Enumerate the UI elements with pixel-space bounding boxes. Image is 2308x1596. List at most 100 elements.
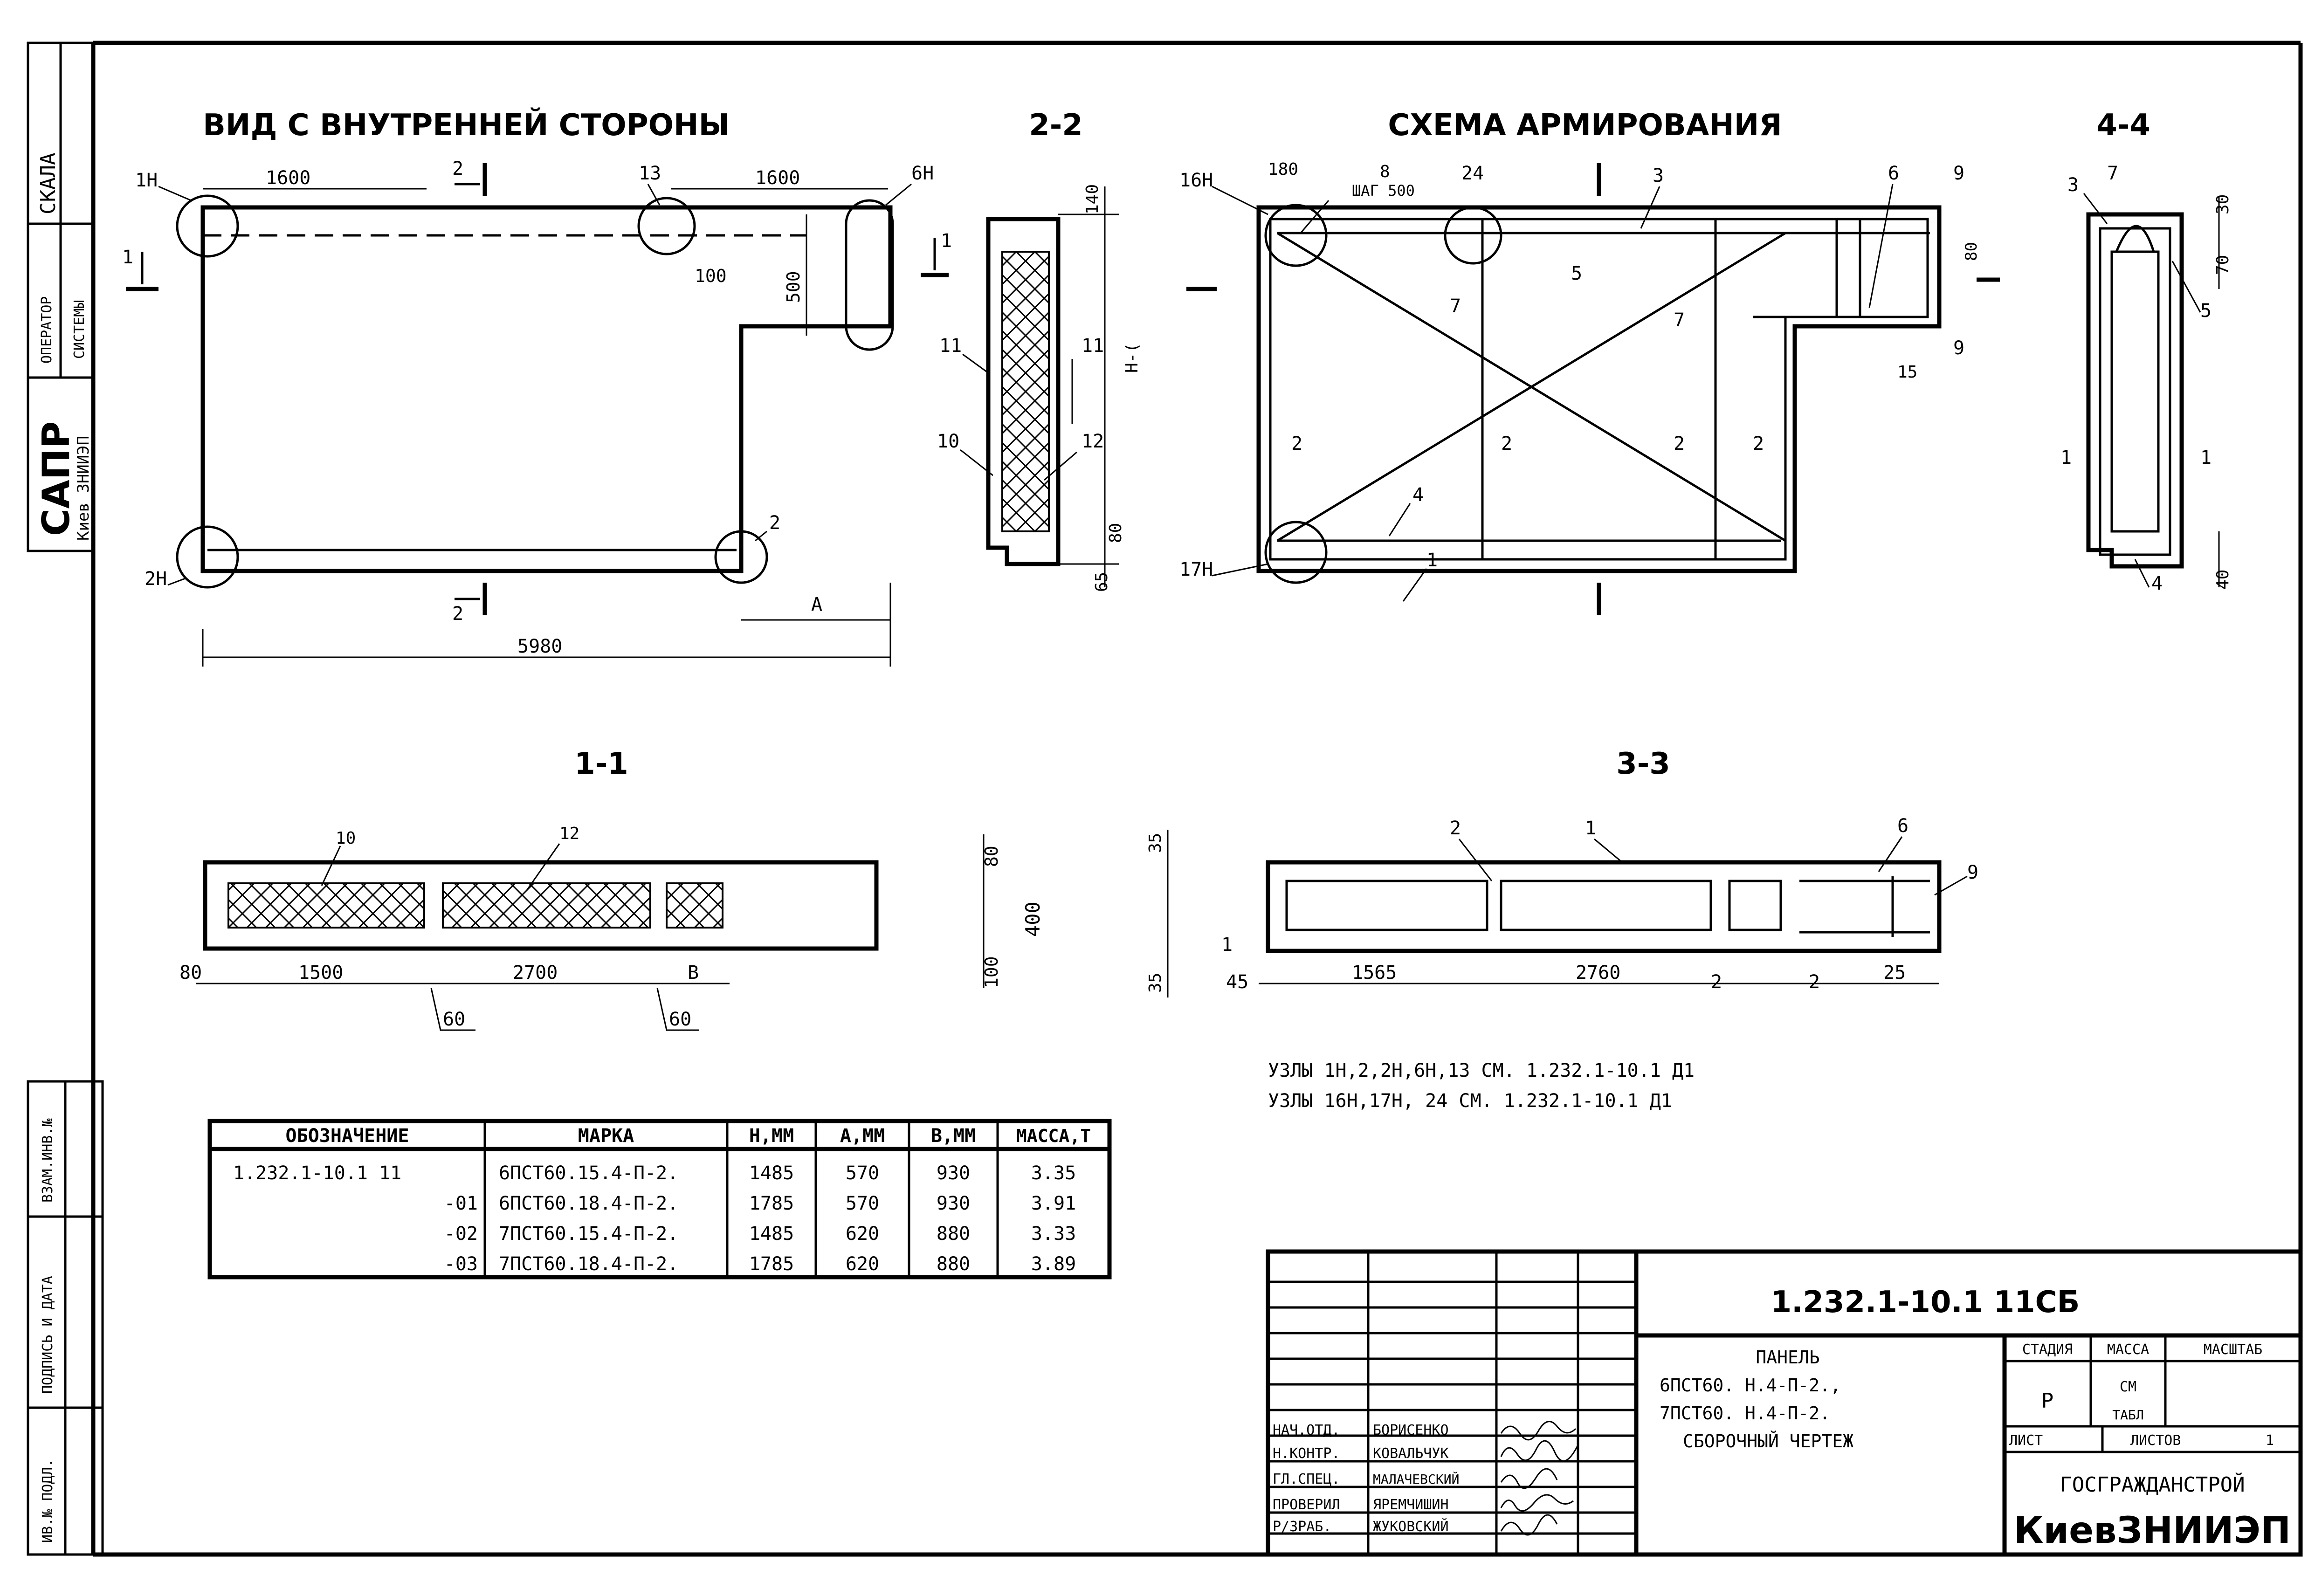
node-13-label: 13 (639, 163, 661, 184)
row3-h: 1485 (749, 1223, 794, 1245)
sheets-value: 1 (2266, 1432, 2274, 1449)
sec44-pos-1b: 1 (2200, 447, 2212, 468)
dim-500: 500 (783, 271, 804, 303)
sec11-dim-80: 80 (179, 962, 202, 984)
reinforcement-scheme: СХЕМА АРМИРОВАНИЯ 16Н 17Н 24 180 8 ШАГ 5… (1179, 108, 2000, 615)
sec11-dim-60a: 60 (443, 1009, 465, 1030)
stamp-operator: ОПЕРАТОР (39, 296, 55, 364)
name-zhukovsky: ЖУКОВСКИЙ (1373, 1518, 1449, 1535)
signature-1 (1500, 1421, 1577, 1441)
row3-b: 880 (937, 1223, 970, 1245)
row3-code: -02 (444, 1223, 478, 1245)
sec11-dim-100: 100 (981, 956, 1002, 988)
row4-b: 880 (937, 1253, 970, 1275)
sec22-dim-65: 65 (1092, 572, 1111, 592)
name-yaremchishin: ЯРЕМЧИШИН (1373, 1497, 1449, 1513)
title-block: НАЧ.ОТД. БОРИСЕНКО Н.КОНТР. КОВАЛЬЧУК ГЛ… (1266, 1249, 2303, 1557)
title-name-2: 6ПСТ60. Н.4-П-2., (1660, 1375, 1841, 1396)
sheet-frame (91, 41, 2303, 1557)
name-malachevsky: МАЛАЧЕВСКИЙ (1373, 1471, 1459, 1487)
sec33-dim-1565: 1565 (1352, 962, 1397, 984)
row3-massa: 3.33 (1031, 1223, 1076, 1245)
reinf-pos-7b: 7 (1674, 310, 1685, 331)
dim-1600-left: 1600 (266, 167, 310, 189)
sec33-pos-6: 6 (1897, 815, 1908, 837)
role-razrab: Р/ЗРАБ. (1273, 1519, 1331, 1535)
row3-a: 620 (846, 1223, 879, 1245)
section-2-2: 2-2 140 Н-( 80 65 11 11 10 12 (937, 108, 1142, 592)
section-4-4: 4-4 3 7 5 1 1 4 30 70 40 (2060, 108, 2232, 594)
cut-1-right: 1 (941, 230, 952, 252)
section-22-title: 2-2 (1029, 108, 1083, 143)
sec33-pos-2c: 2 (1809, 971, 1820, 993)
signature-5 (1500, 1514, 1558, 1536)
sec22-dim-h: Н-( (1123, 343, 1142, 373)
reinf-pos-2d: 2 (1753, 433, 1764, 454)
sec44-dim-70: 70 (2213, 255, 2232, 275)
sec11-dim-1500: 1500 (298, 962, 343, 984)
stamp-kiev: Киев ЗНИИЭП (74, 436, 93, 541)
reinf-dim-180: 180 (1268, 160, 1298, 179)
stage-header: СТАДИЯ (2022, 1341, 2073, 1358)
row1-massa: 3.35 (1031, 1163, 1076, 1184)
note-line-1: УЗЛЫ 1Н,2,2Н,6Н,13 СМ. 1.232.1-10.1 Д1 (1268, 1060, 1695, 1081)
row3-marka: 7ПСТ60.15.4-П-2. (499, 1223, 678, 1245)
sec44-pos-1a: 1 (2060, 447, 2072, 468)
reinf-node-16h: 16Н (1179, 170, 1213, 191)
row2-h: 1785 (749, 1193, 794, 1214)
sec44-pos-7: 7 (2107, 163, 2118, 184)
reinf-pos-2c: 2 (1674, 433, 1685, 454)
reinf-pos-8: 8 (1380, 162, 1390, 181)
sec22-dim-80: 80 (1106, 523, 1125, 543)
org-line-2: КиевЗНИИЭП (2014, 1510, 2291, 1552)
name-kovalchuk: КОВАЛЬЧУК (1373, 1445, 1449, 1462)
scale-header: МАСШТАБ (2204, 1341, 2262, 1358)
section-3-3: 3-3 2 1 6 9 1 2 2 45 1565 2760 25 35 35 (1146, 747, 1978, 998)
role-proveril: ПРОВЕРИЛ (1273, 1497, 1340, 1513)
sec22-pos-11a: 11 (939, 335, 962, 357)
row4-code: -03 (444, 1253, 478, 1275)
row4-massa: 3.89 (1031, 1253, 1076, 1275)
title-name-3: 7ПСТ60. Н.4-П-2. (1660, 1403, 1830, 1424)
spec-table: ОБОЗНАЧЕНИЕ МАРКА Н,ММ А,ММ В,ММ МАССА,Т… (207, 1119, 1112, 1280)
cut-2-bottom: 2 (452, 603, 463, 625)
inner-view-title: ВИД С ВНУТРЕННЕЙ СТОРОНЫ (203, 107, 730, 143)
reinforcement-title: СХЕМА АРМИРОВАНИЯ (1388, 108, 1782, 143)
drawing-code: 1.232.1-10.1 11СБ (1771, 1285, 2080, 1320)
node-6h-label: 6Н (911, 163, 934, 184)
sec22-dim-140: 140 (1083, 184, 1102, 214)
th-marka: МАРКА (578, 1125, 634, 1147)
mass-value-1: СМ (2120, 1379, 2136, 1395)
reinf-pos-7a: 7 (1450, 296, 1461, 317)
reinf-step: ШАГ 500 (1352, 182, 1415, 200)
stamp-sapr: САПР (34, 421, 78, 536)
node-2-label: 2 (769, 512, 780, 534)
cut-2-top: 2 (452, 158, 463, 179)
dim-100: 100 (695, 266, 727, 286)
notes: УЗЛЫ 1Н,2,2Н,6Н,13 СМ. 1.232.1-10.1 Д1 У… (1268, 1060, 1695, 1112)
side-stamp: СКАЛА ОПЕРАТОР СИСТЕМЫ САПР Киев ЗНИИЭП … (27, 41, 104, 1556)
org-line-1: ГОСГРАЖДАНСТРОЙ (2060, 1472, 2245, 1497)
sec11-dim-2700: 2700 (513, 962, 558, 984)
cut-1-left: 1 (122, 247, 133, 268)
section-11-title: 1-1 (574, 747, 628, 781)
th-h: Н,ММ (749, 1125, 794, 1147)
reinf-node-17h: 17Н (1179, 559, 1213, 580)
stage-value: Р (2041, 1389, 2054, 1413)
role-n-kontr: Н.КОНТР. (1273, 1445, 1340, 1462)
reinf-pos-6: 6 (1888, 163, 1899, 184)
sec33-dim-35b: 35 (1146, 973, 1165, 993)
name-borisenko: БОРИСЕНКО (1373, 1422, 1449, 1438)
reinf-node-24: 24 (1461, 163, 1484, 184)
row2-code: -01 (444, 1193, 478, 1214)
row1-code: 1.232.1-10.1 11 (233, 1163, 401, 1184)
row4-a: 620 (846, 1253, 879, 1275)
row1-h: 1485 (749, 1163, 794, 1184)
title-name-4: СБОРОЧНЫЙ ЧЕРТЕЖ (1683, 1431, 1853, 1452)
stamp-podpis: ПОДПИСЬ И ДАТА (40, 1276, 56, 1394)
sec44-pos-3: 3 (2067, 174, 2079, 196)
reinf-pos-3: 3 (1653, 165, 1664, 186)
mass-header: МАССА (2107, 1341, 2149, 1358)
stamp-vzam: ВЗАМ.ИНВ.№ (40, 1118, 56, 1203)
